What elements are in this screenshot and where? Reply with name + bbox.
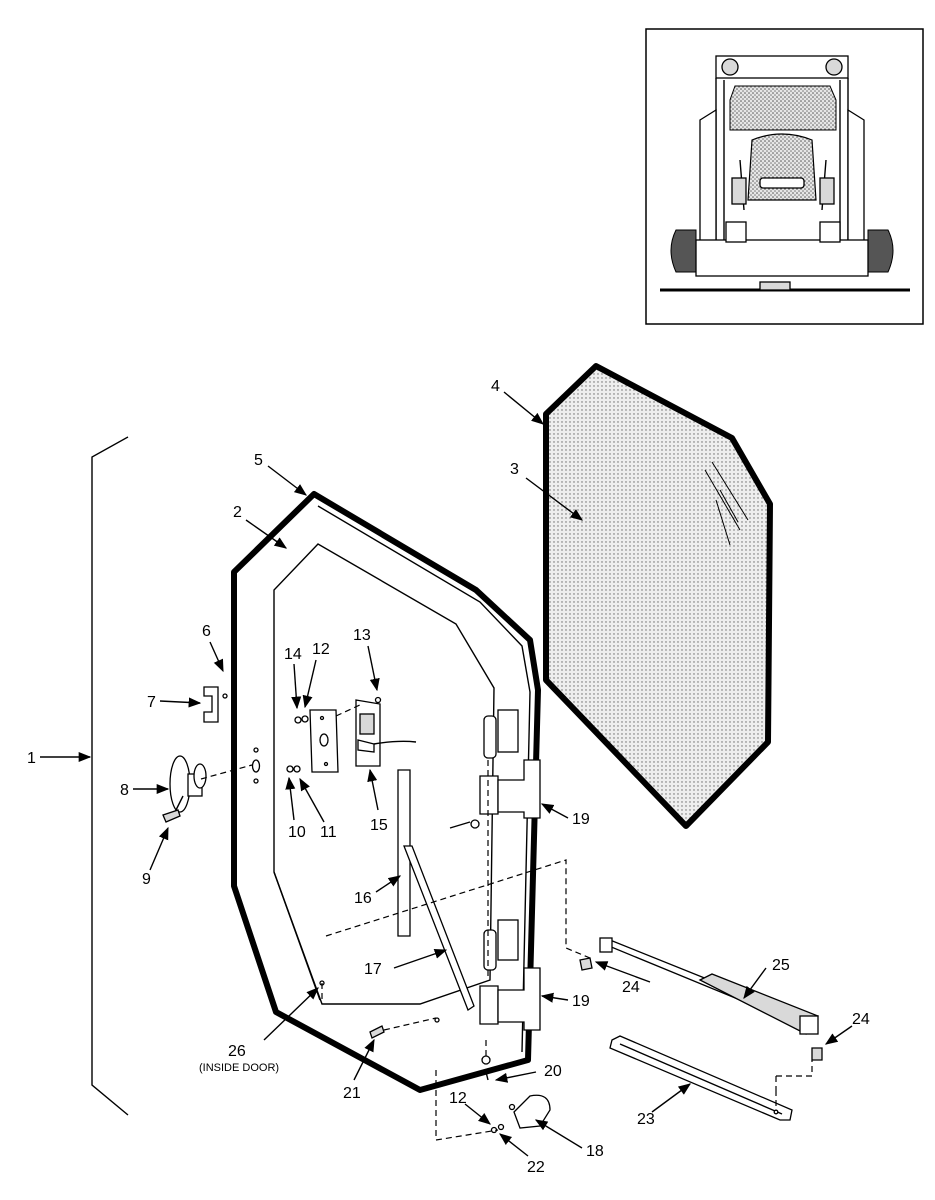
inside-door-note: (INSIDE DOOR) bbox=[199, 1062, 279, 1074]
gas-strut-part-25 bbox=[579, 937, 823, 1061]
callout-12-bottom: 12 bbox=[449, 1090, 467, 1107]
callout-3: 3 bbox=[510, 461, 519, 478]
callout-19-upper: 19 bbox=[572, 811, 590, 828]
door-frame-part-2 bbox=[273, 543, 495, 1005]
inset-door-glass bbox=[729, 85, 837, 131]
screw-part-21 bbox=[369, 1025, 385, 1039]
screw-part-6 bbox=[222, 693, 228, 699]
door-glass-assembly bbox=[543, 363, 773, 829]
washer-part-20 bbox=[481, 1055, 491, 1065]
callout-6: 6 bbox=[202, 623, 211, 640]
callout-24-left: 24 bbox=[622, 979, 640, 996]
callout-25: 25 bbox=[772, 957, 790, 974]
inset-machine-view bbox=[645, 28, 924, 325]
door-frame-assembly bbox=[231, 491, 541, 1093]
ball-stud-part-24b bbox=[811, 1047, 823, 1061]
callout-26: 26 bbox=[228, 1043, 246, 1060]
callout-labels: 1 2 3 4 5 6 7 8 9 10 11 12 13 14 15 16 1… bbox=[27, 378, 870, 1176]
handle-knob-part-8 bbox=[169, 755, 191, 813]
callout-12-top: 12 bbox=[312, 641, 330, 658]
callout-15: 15 bbox=[370, 817, 388, 834]
callout-21: 21 bbox=[343, 1085, 361, 1102]
ball-stud-part-24a bbox=[579, 957, 593, 971]
inset-cab-roof bbox=[715, 55, 849, 79]
callout-13: 13 bbox=[353, 627, 371, 644]
leader-arrows bbox=[40, 391, 853, 1157]
washer-part-14 bbox=[294, 716, 302, 724]
assembly-bracket bbox=[91, 436, 129, 1116]
screw-part-9 bbox=[162, 809, 181, 823]
callout-17: 17 bbox=[364, 961, 382, 978]
callout-19-lower: 19 bbox=[572, 993, 590, 1010]
callout-24-right: 24 bbox=[852, 1011, 870, 1028]
screw-part-13 bbox=[374, 696, 382, 704]
inset-seat bbox=[747, 133, 817, 201]
callout-10: 10 bbox=[288, 824, 306, 841]
hinge-parts bbox=[449, 709, 541, 1081]
hinge-part-19a bbox=[497, 759, 541, 819]
washer-part-10 bbox=[286, 765, 294, 773]
callout-16: 16 bbox=[354, 890, 372, 907]
mount-bracket-part-23 bbox=[609, 1035, 793, 1121]
callout-1: 1 bbox=[27, 750, 36, 767]
callout-22: 22 bbox=[527, 1159, 545, 1176]
latch-hardware bbox=[162, 686, 417, 823]
callout-8: 8 bbox=[120, 782, 129, 799]
callout-23: 23 bbox=[637, 1111, 655, 1128]
callout-5: 5 bbox=[254, 452, 263, 469]
nut-part-11 bbox=[293, 765, 301, 773]
glass-seal-part-4 bbox=[543, 363, 773, 829]
hinge-part-19b bbox=[497, 967, 541, 1031]
nut-part-12 bbox=[301, 715, 309, 723]
callout-14: 14 bbox=[284, 646, 302, 663]
glass-glare bbox=[704, 461, 749, 546]
dashed-leader-lines bbox=[200, 703, 813, 1141]
callout-18: 18 bbox=[586, 1143, 604, 1160]
callout-11: 11 bbox=[320, 824, 337, 841]
callout-4: 4 bbox=[491, 378, 500, 395]
bracket-part-18 bbox=[490, 1094, 551, 1134]
striker-part-7 bbox=[203, 686, 219, 723]
callout-20: 20 bbox=[544, 1063, 562, 1080]
callout-2: 2 bbox=[233, 504, 242, 521]
callout-9: 9 bbox=[142, 871, 151, 888]
callout-7: 7 bbox=[147, 694, 156, 711]
